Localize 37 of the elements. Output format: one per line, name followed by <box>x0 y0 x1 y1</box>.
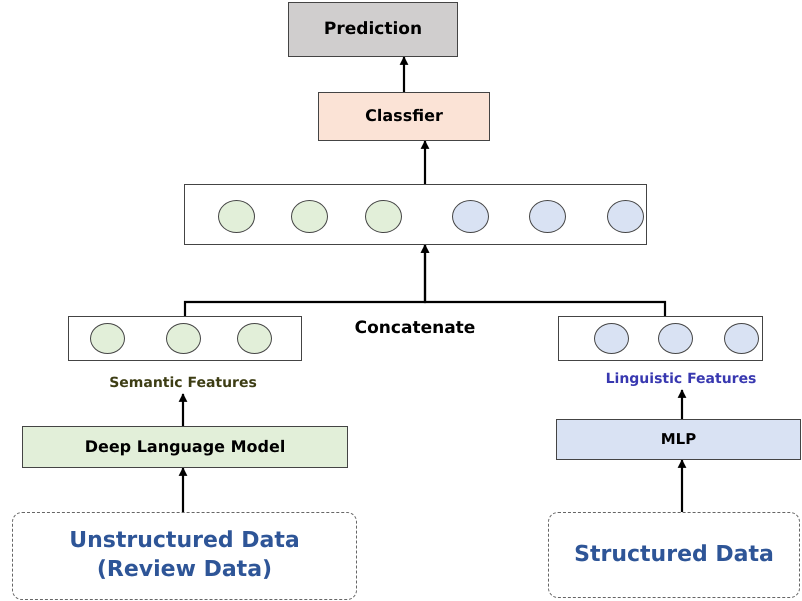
feature-caption: Linguistic Features <box>606 370 756 388</box>
feature-vector <box>558 316 763 361</box>
operation-label: Concatenate <box>354 318 476 338</box>
neuron <box>452 200 489 233</box>
node-label: Classfier <box>365 106 443 127</box>
arrow <box>400 56 408 92</box>
neuron <box>529 200 566 233</box>
neuron <box>291 200 328 233</box>
arrow <box>420 244 666 316</box>
model-box <box>22 426 348 468</box>
model-box <box>556 419 801 460</box>
neuron <box>237 323 272 354</box>
neuron <box>90 323 125 354</box>
data-source-box <box>548 512 800 598</box>
node-label: Unstructured Data (Review Data) <box>68 527 301 584</box>
node-label: Prediction <box>324 18 422 41</box>
neuron <box>166 323 201 354</box>
output-box <box>288 2 458 57</box>
node-label: Structured Data <box>574 540 774 569</box>
data-source-box <box>12 512 357 600</box>
neuron <box>365 200 402 233</box>
arrow <box>420 140 430 184</box>
node-label: MLP <box>660 430 696 450</box>
neuron <box>658 323 693 354</box>
feature-caption: Semantic Features <box>109 374 257 392</box>
neuron <box>607 200 644 233</box>
feature-vector <box>68 316 302 361</box>
classifier-box <box>318 92 490 141</box>
neuron <box>594 323 629 354</box>
arrow <box>678 389 686 419</box>
arrow <box>178 467 188 512</box>
arrow <box>178 393 188 426</box>
node-label: Deep Language Model <box>84 436 286 458</box>
neuron <box>218 200 255 233</box>
neuron <box>724 323 759 354</box>
feature-vector <box>184 184 647 245</box>
arrow <box>678 459 686 512</box>
